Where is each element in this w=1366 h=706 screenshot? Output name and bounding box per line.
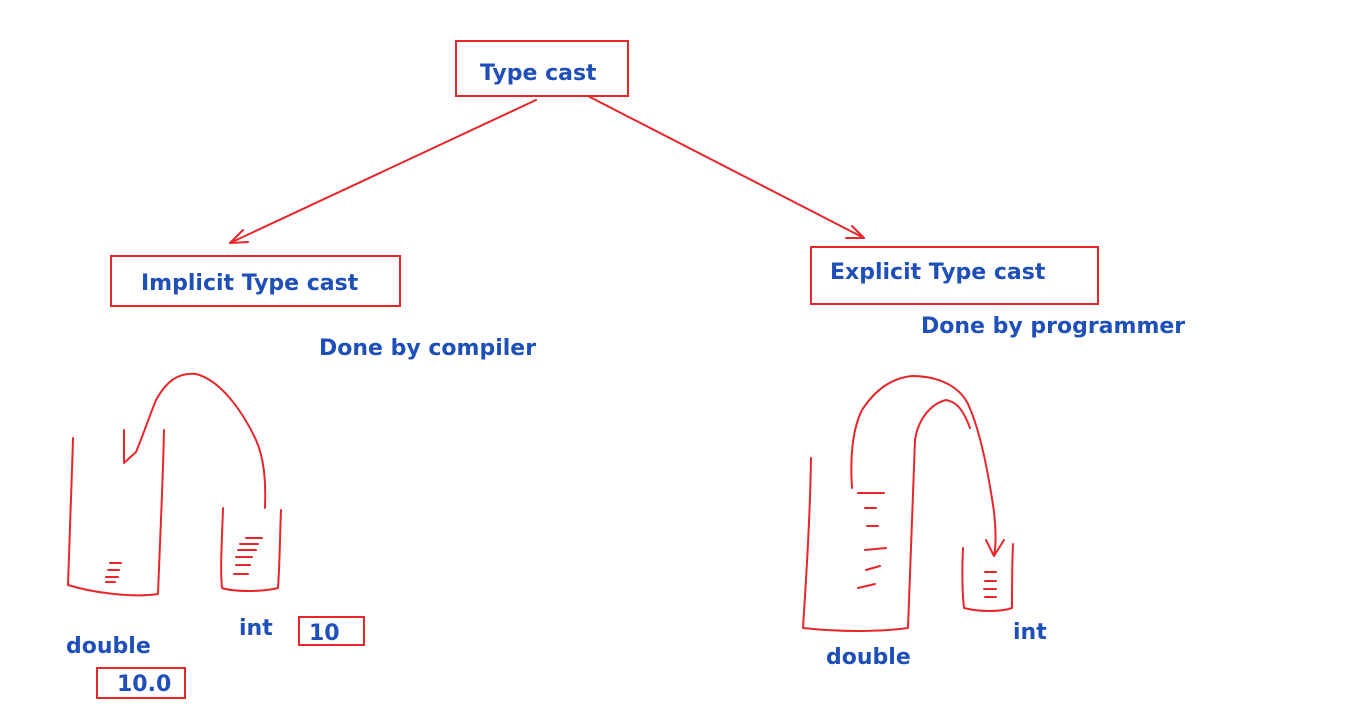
implicit-node-label: Implicit Type cast bbox=[141, 271, 359, 296]
implicit-node-box bbox=[110, 255, 401, 307]
pour-arc-sketch bbox=[850, 375, 1005, 557]
implicit-note: Done by compiler bbox=[319, 336, 537, 361]
fill-lines-double bbox=[857, 492, 887, 589]
int-value: 10 bbox=[309, 621, 340, 646]
int-container-sketch bbox=[961, 543, 1014, 612]
int-value-box bbox=[298, 616, 365, 646]
arrow-to-implicit bbox=[229, 99, 537, 244]
double-value-box bbox=[96, 667, 186, 699]
explicit-pour-sketch bbox=[802, 375, 1014, 632]
root-node-label: Type cast bbox=[480, 61, 597, 86]
int-container-sketch bbox=[220, 507, 282, 592]
explicit-note: Done by programmer bbox=[921, 314, 1186, 339]
fill-lines-int bbox=[983, 571, 997, 598]
double-container-sketch bbox=[67, 429, 165, 597]
explicit-double-label: double bbox=[826, 645, 911, 670]
explicit-node-box bbox=[810, 246, 1099, 305]
double-value: 10.0 bbox=[117, 672, 172, 697]
pour-arc-sketch bbox=[123, 372, 267, 509]
implicit-double-label: double bbox=[66, 634, 151, 659]
arrow-to-explicit bbox=[587, 95, 865, 239]
root-node-box bbox=[455, 40, 629, 97]
implicit-pour-sketch bbox=[67, 372, 282, 597]
implicit-int-label: int bbox=[239, 616, 273, 641]
fill-lines-double bbox=[105, 562, 122, 583]
explicit-int-label: int bbox=[1013, 620, 1047, 645]
double-container-sketch bbox=[802, 399, 971, 632]
fill-lines-int bbox=[233, 537, 263, 575]
explicit-node-label: Explicit Type cast bbox=[830, 260, 1046, 285]
